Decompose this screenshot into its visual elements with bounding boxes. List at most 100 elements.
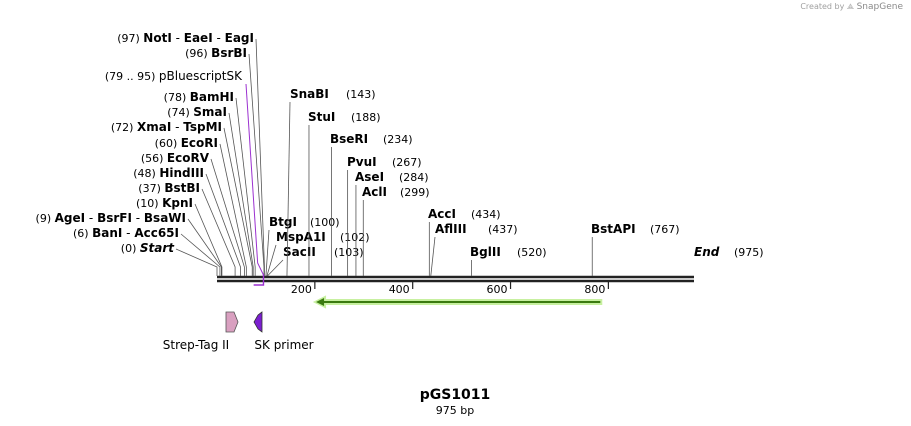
site-connector-line [187, 218, 222, 276]
enzyme-name: Acc65I [134, 226, 179, 240]
site-label-bani[interactable]: (6) BanI - Acc65I [73, 226, 179, 240]
site-position: (96) [185, 47, 211, 60]
tick-label: 600 [487, 283, 508, 296]
site-position: (10) [136, 197, 162, 210]
primer-site-label[interactable]: (79 .. 95) pBluescriptSK [105, 69, 243, 83]
site-position: (48) [133, 167, 159, 180]
enzyme-name-afliii[interactable]: AflIII [435, 222, 467, 236]
site-connector-line [180, 233, 221, 276]
site-position: (6) [73, 227, 92, 240]
enzyme-name-bglii[interactable]: BglII [470, 245, 501, 259]
enzyme-separator: - [213, 31, 225, 45]
site-position: (78) [164, 91, 190, 104]
site-position: (56) [141, 152, 167, 165]
site-position: (102) [340, 231, 370, 244]
site-connector-line [175, 248, 218, 276]
site-position: (188) [351, 111, 381, 124]
feature-label-sk-primer: SK primer [254, 338, 313, 352]
site-position: (0) [121, 242, 140, 255]
site-connector-line [205, 173, 241, 276]
site-label-bamhi[interactable]: (78) BamHI [164, 90, 234, 104]
site-label-agei[interactable]: (9) AgeI - BsrFI - BsaWI [36, 211, 186, 225]
site-position: (520) [517, 246, 547, 259]
site-position: (9) [36, 212, 55, 225]
enzyme-separator: - [171, 120, 183, 134]
site-connector-line [266, 244, 277, 277]
primer-site-connector [245, 83, 264, 276]
enzyme-name-btgi[interactable]: BtgI [269, 215, 297, 229]
site-connector-line [210, 158, 245, 276]
snapgene-product-name: SnapGene [856, 2, 903, 12]
enzyme-name: BsrFI [97, 211, 132, 225]
orf-arrow[interactable] [316, 298, 601, 306]
enzyme-name: EcoRV [167, 151, 210, 165]
enzyme-name-mspa1i[interactable]: MspA1I [276, 230, 326, 244]
enzyme-separator: - [122, 226, 134, 240]
primer-site-bracket [253, 274, 265, 286]
tick-label: 200 [291, 283, 312, 296]
plasmid-name: pGS1011 [420, 387, 491, 403]
site-position: (234) [383, 133, 413, 146]
enzyme-name: EcoRI [181, 136, 218, 150]
site-connector-line [265, 229, 270, 277]
created-by-text: Created by [800, 2, 845, 11]
enzyme-name: TspMI [183, 120, 222, 134]
enzyme-name-pvui[interactable]: PvuI [347, 155, 377, 169]
site-connector-line [430, 236, 436, 277]
enzyme-name-sacii[interactable]: SacII [283, 245, 316, 259]
enzyme-name-acli[interactable]: AclI [362, 185, 387, 199]
primer-site-name: pBluescriptSK [159, 69, 243, 83]
site-position: (284) [399, 171, 429, 184]
site-connector-line [235, 97, 256, 276]
site-connector-line [255, 38, 265, 276]
site-label-ecori[interactable]: (60) EcoRI [155, 136, 218, 150]
feature-strep-tag-ii[interactable] [225, 311, 239, 333]
enzyme-name-end[interactable]: End [694, 245, 720, 259]
site-position: (100) [310, 216, 340, 229]
enzyme-name: NotI [143, 31, 172, 45]
enzyme-separator: - [85, 211, 97, 225]
enzyme-name-stui[interactable]: StuI [308, 110, 335, 124]
enzyme-name: KpnI [162, 196, 193, 210]
site-position: (72) [111, 121, 137, 134]
enzyme-name-asei[interactable]: AseI [355, 170, 384, 184]
site-position: (37) [138, 182, 164, 195]
enzyme-name-bseri[interactable]: BseRI [330, 132, 368, 146]
site-connector-line [223, 127, 253, 276]
site-connector-line [286, 101, 291, 277]
site-label-noti[interactable]: (97) NotI - EaeI - EagI [117, 31, 254, 45]
enzyme-name: EaeI [184, 31, 213, 45]
site-position: (437) [488, 223, 518, 236]
enzyme-name-bstapi[interactable]: BstAPI [591, 222, 636, 236]
site-connector-line [248, 53, 265, 276]
site-connector-line [267, 259, 284, 277]
site-label-smai[interactable]: (74) SmaI [167, 105, 227, 119]
enzyme-name: BsrBI [211, 46, 247, 60]
tick-label: 800 [584, 283, 605, 296]
enzyme-name: BstBI [164, 181, 200, 195]
site-label-xmai[interactable]: (72) XmaI - TspMI [111, 120, 222, 134]
site-position: (767) [650, 223, 680, 236]
feature-sk-primer[interactable] [253, 311, 263, 333]
enzyme-name: EagI [225, 31, 254, 45]
tick-label: 400 [389, 283, 410, 296]
site-label-kpni[interactable]: (10) KpnI [136, 196, 193, 210]
enzyme-name: XmaI [137, 120, 171, 134]
site-label-bstbi[interactable]: (37) BstBI [138, 181, 200, 195]
plasmid-length: 975 bp [436, 404, 474, 417]
enzyme-name: HindIII [159, 166, 204, 180]
enzyme-name: AgeI [55, 211, 85, 225]
site-position: (74) [167, 106, 193, 119]
site-position: (143) [346, 88, 376, 101]
enzyme-name-acci[interactable]: AccI [428, 207, 456, 221]
site-label-start[interactable]: (0) Start [121, 241, 175, 255]
enzyme-separator: - [172, 31, 184, 45]
site-label-ecorv[interactable]: (56) EcoRV [141, 151, 210, 165]
site-connector-line [228, 112, 254, 276]
site-label-bsrbi[interactable]: (96) BsrBI [185, 46, 247, 60]
site-label-hindiii[interactable]: (48) HindIII [133, 166, 204, 180]
site-position: (267) [392, 156, 422, 169]
enzyme-name-snabi[interactable]: SnaBI [290, 87, 329, 101]
